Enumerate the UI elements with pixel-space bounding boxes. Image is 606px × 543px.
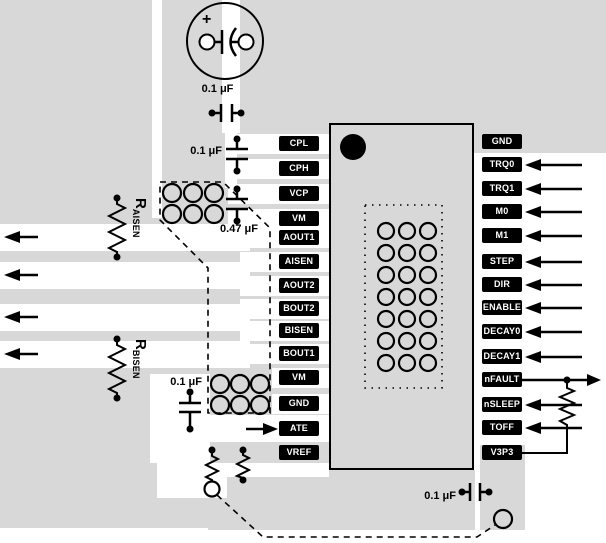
pin-label-bout1: BOUT1 [279,346,319,361]
polarity-plus-sign: + [202,11,212,28]
cap-bulk-value: 0.1 μF [201,83,234,95]
pin-label-step: STEP [482,254,522,269]
pin-label-decay0: DECAY0 [482,324,522,339]
copper-pour-bottom [208,477,475,530]
clearance-vref-via [157,477,227,498]
left-arrow-icon [525,326,582,338]
pin-label-vcp: VCP [279,186,319,201]
pin-label-vm: VM [279,211,319,226]
pin-label-nsleep: nSLEEP [482,397,522,412]
pin-label-v3p3: V3P3 [482,445,522,460]
left-arrow-icon [525,351,582,363]
cap-vm-bypass-value: 0.1 μF [170,376,202,388]
resistor-label-rbisen: RBISEN [131,339,149,379]
ic-body [329,123,474,470]
pin-label-enable: ENABLE [482,300,522,315]
pin-label-gnd-left: GND [279,396,319,411]
left-arrow-icon [525,302,582,314]
copper-pour-top-left [0,0,152,218]
pin-label-aisen: AISEN [279,254,319,269]
pin-label-cpl: CPL [279,136,319,151]
raisen-sub: AISEN [131,208,141,238]
clearance-vref [157,463,329,477]
trace-aout2 [0,262,250,289]
rbisen-base: R [132,339,149,350]
pin-label-trq1: TRQ1 [482,181,522,196]
raisen-base: R [132,198,149,209]
pin-label-vref: VREF [279,445,319,460]
left-arrow-icon [525,422,582,434]
pin-label-aout2: AOUT2 [279,278,319,293]
left-arrow-icon [525,279,582,291]
pin-label-ate: ATE [279,421,319,436]
trace-vm-top [222,0,240,133]
pin-label-toff: TOFF [482,420,522,435]
pin-label-trq0: TRQ0 [482,157,522,172]
input-arrows-right [525,159,582,434]
cap-vcp-value: 0.47 μF [220,223,258,235]
pin-label-aout1: AOUT1 [279,230,319,245]
pin-label-gnd-right: GND [482,134,522,149]
right-arrow-icon [587,374,601,386]
cap-flying-value: 0.1 μF [190,145,222,157]
pin-label-vm2: VM [279,370,319,385]
left-arrow-icon [525,206,582,218]
pin-label-bout2: BOUT2 [279,301,319,316]
cap-v3p3-value: 0.1 μF [424,490,456,502]
rbisen-sub: BISEN [131,349,141,379]
pin-label-m0: M0 [482,204,522,219]
pin-label-m1: M1 [482,228,522,243]
trace-bout1 [0,341,250,368]
pin-label-nfault: nFAULT [482,372,522,387]
trace-bout2 [0,304,250,331]
pin-label-dir: DIR [482,277,522,292]
left-arrow-icon [525,399,582,411]
pin-label-cph: CPH [279,161,319,176]
left-arrow-icon [525,159,582,171]
left-arrow-icon [525,183,582,195]
left-arrow-icon [525,230,582,242]
pin-label-decay1: DECAY1 [482,349,522,364]
left-arrow-icon [525,256,582,268]
nfault-pullup-network [522,374,601,454]
pin-label-bisen: BISEN [279,323,319,338]
resistor-label-raisen: RAISEN [131,198,149,238]
